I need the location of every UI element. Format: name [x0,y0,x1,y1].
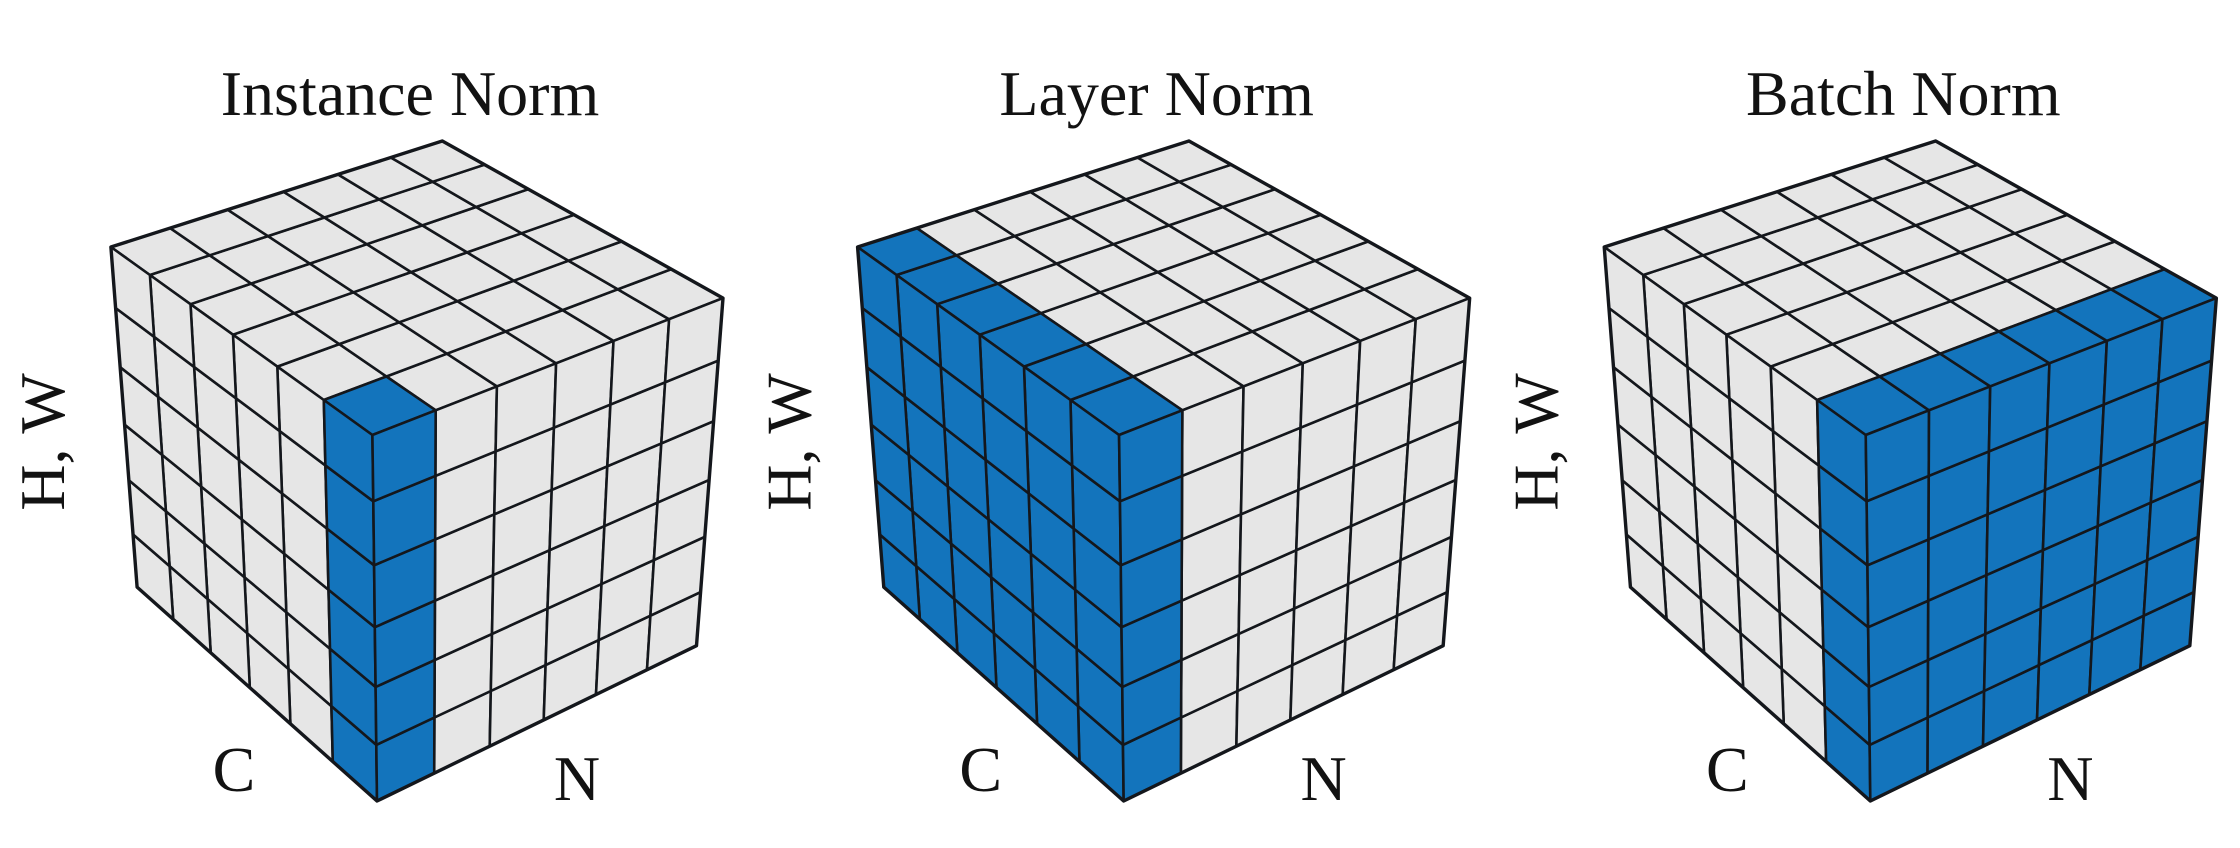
axis-label-c: C [1706,734,1749,805]
right-face-cell [1117,409,1184,503]
axis-label-hw: H, W [754,373,825,511]
panel-batch-norm: Batch Norm H, W C N [1500,58,2219,814]
cube-outline [855,139,1472,803]
panel-instance-norm: Instance Norm H, W C N [7,58,725,814]
axis-label-c: C [959,734,1002,805]
cube-outline [109,139,725,803]
axis-label-c: C [213,734,256,805]
axis-label-hw: H, W [1500,373,1571,511]
cube-layer-norm [855,139,1472,803]
cube-batch-norm [1602,139,2219,803]
page-title: Instance Norm [221,58,600,129]
cube-instance-norm [109,139,725,803]
axis-label-n: N [2047,743,2093,814]
axis-label-n: N [1301,743,1347,814]
cube-cells-highlighted [1815,267,2218,803]
right-face-cell [371,409,437,503]
axis-label-n: N [554,743,600,814]
cube-outline [1602,139,2219,803]
page-title: Batch Norm [1746,58,2061,129]
page-title: Layer Norm [999,58,1314,129]
cube-cells-base [1602,139,2166,763]
axis-label-hw: H, W [7,373,78,511]
cube-cells-highlighted [322,375,437,803]
panel-layer-norm: Layer Norm H, W C N [754,58,1472,814]
